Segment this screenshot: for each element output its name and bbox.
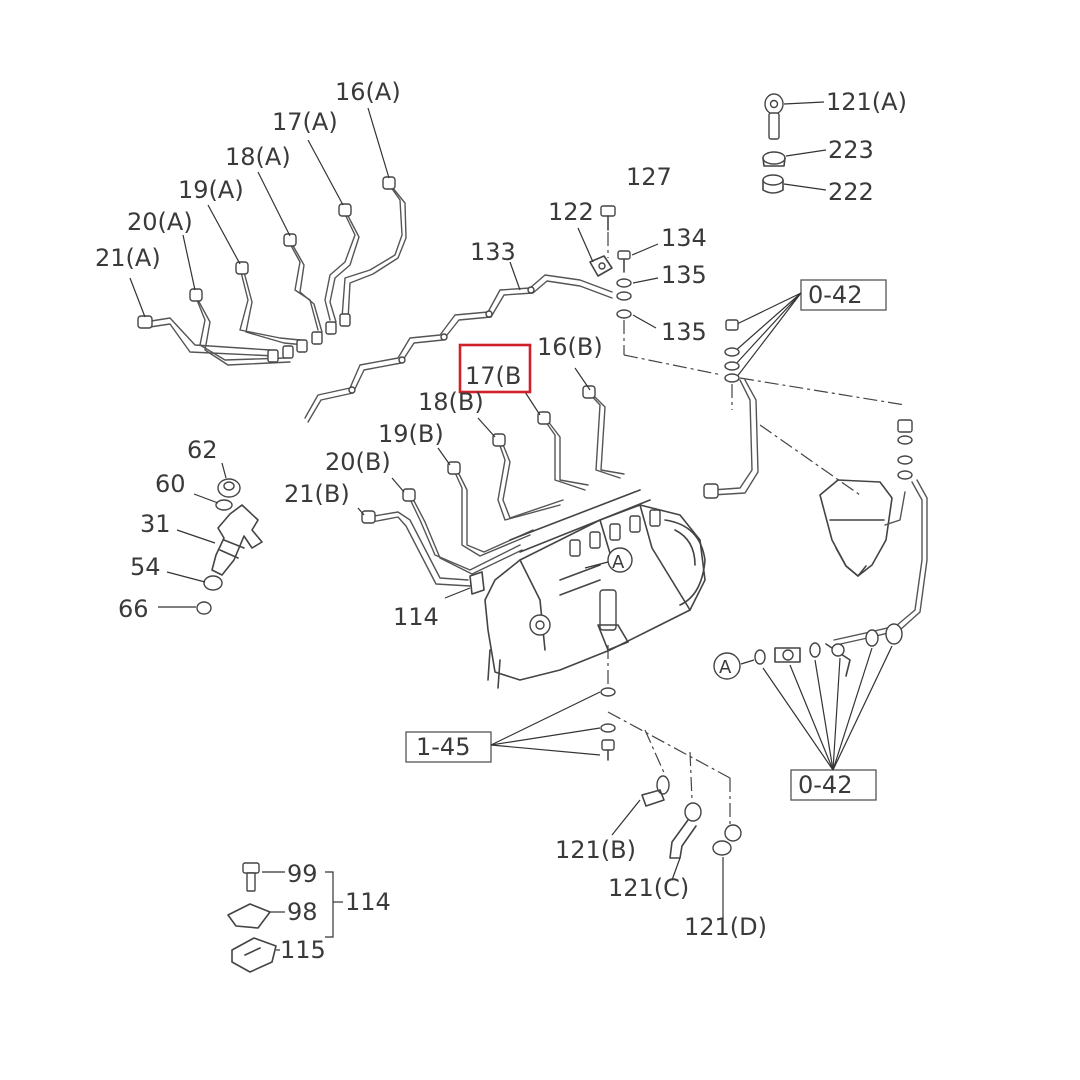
label-18a: 18(A) bbox=[225, 143, 291, 171]
label-0-42-top: 0-42 bbox=[808, 281, 862, 309]
ref-box-0-42-bottom bbox=[762, 645, 893, 801]
injection-pipes-b bbox=[357, 367, 625, 587]
injection-pipes-a bbox=[137, 176, 407, 366]
label-62: 62 bbox=[187, 436, 218, 464]
label-222: 222 bbox=[828, 178, 874, 206]
label-135-upper: 135 bbox=[661, 261, 707, 289]
label-121c: 121(C) bbox=[608, 874, 689, 902]
label-31: 31 bbox=[140, 510, 171, 538]
label-17a: 17(A) bbox=[272, 108, 338, 136]
label-19b: 19(B) bbox=[378, 420, 444, 448]
highlight-box bbox=[458, 343, 532, 394]
clamp-114 bbox=[444, 571, 485, 599]
label-21a: 21(A) bbox=[95, 244, 161, 272]
label-223: 223 bbox=[828, 136, 874, 164]
label-134: 134 bbox=[661, 224, 707, 252]
label-54: 54 bbox=[130, 553, 161, 581]
fittings-to-a bbox=[713, 623, 903, 680]
bolt-127 bbox=[600, 205, 616, 258]
bolt-134 bbox=[617, 243, 659, 273]
label-18b: 18(B) bbox=[418, 388, 484, 416]
washer-135 bbox=[616, 277, 723, 376]
label-16b: 16(B) bbox=[537, 333, 603, 361]
label-133: 133 bbox=[470, 238, 516, 266]
part-labels: 16(A) 17(A) 18(A) 19(A) 20(A) 21(A) 121(… bbox=[95, 78, 907, 964]
ref-box-0-42-top bbox=[733, 279, 887, 379]
label-98: 98 bbox=[287, 898, 318, 926]
marker-a-pump: A bbox=[612, 552, 625, 573]
ref-box-1-45 bbox=[405, 645, 731, 825]
label-121b: 121(B) bbox=[555, 836, 636, 864]
label-99: 99 bbox=[287, 860, 318, 888]
fuel-filter-assembly bbox=[703, 319, 928, 646]
leak-off-pipe bbox=[304, 274, 613, 423]
eye-bolt-121a bbox=[764, 93, 825, 140]
label-114-lower: 114 bbox=[345, 888, 391, 916]
label-122: 122 bbox=[548, 198, 594, 226]
label-121a: 121(A) bbox=[826, 88, 907, 116]
label-115: 115 bbox=[280, 936, 326, 964]
label-0-42-bottom: 0-42 bbox=[798, 771, 852, 799]
label-66: 66 bbox=[118, 595, 149, 623]
injection-pump bbox=[484, 489, 706, 689]
label-17b: 17(B bbox=[465, 362, 521, 390]
cap-223 bbox=[762, 149, 827, 167]
label-114-upper: 114 bbox=[393, 603, 439, 631]
label-19a: 19(A) bbox=[178, 176, 244, 204]
label-121d: 121(D) bbox=[684, 913, 767, 941]
clamp-122 bbox=[577, 227, 613, 277]
label-135-lower: 135 bbox=[661, 318, 707, 346]
label-20a: 20(A) bbox=[127, 208, 193, 236]
leaders-a bbox=[129, 107, 390, 318]
label-127: 127 bbox=[626, 163, 672, 191]
seal-222 bbox=[762, 174, 827, 194]
label-60: 60 bbox=[155, 470, 186, 498]
marker-a-right: A bbox=[719, 657, 732, 678]
clamp-set-114 bbox=[227, 862, 343, 973]
label-20b: 20(B) bbox=[325, 448, 391, 476]
label-1-45: 1-45 bbox=[416, 733, 470, 761]
label-21b: 21(B) bbox=[284, 480, 350, 508]
banjo-bolts-121 bbox=[611, 775, 742, 918]
label-16a: 16(A) bbox=[335, 78, 401, 106]
nozzle-holder bbox=[158, 462, 263, 615]
